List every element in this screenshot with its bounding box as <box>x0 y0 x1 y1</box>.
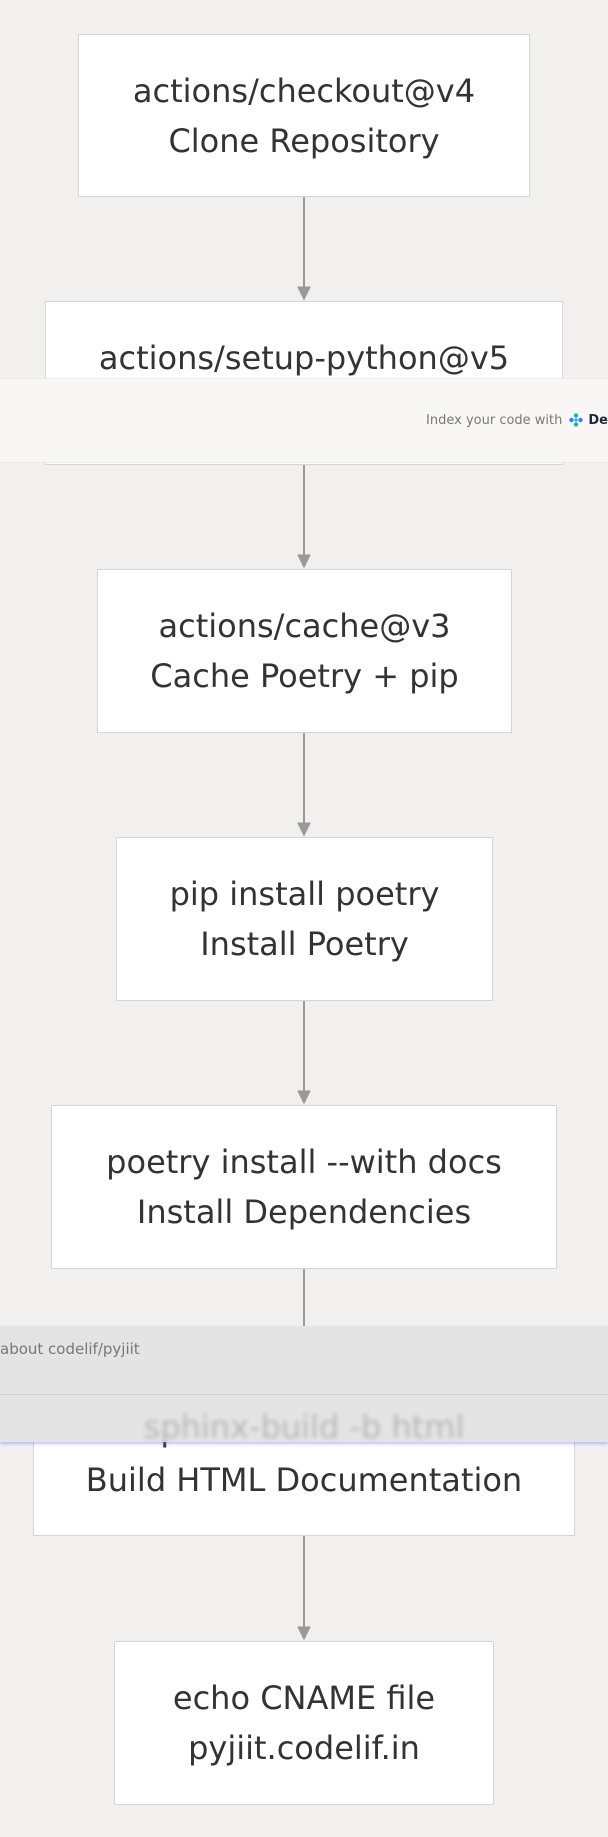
deepwiki-link[interactable]: Index your code with De <box>426 412 608 428</box>
ask-bar-text: about codelif/pyjiit <box>0 1340 140 1358</box>
index-code-banner: Index your code with De <box>0 378 608 463</box>
node-install-poetry-label: Install Poetry <box>200 925 409 963</box>
node-sphinx-build-label: Build HTML Documentation <box>85 1460 523 1499</box>
node-cache-label: Cache Poetry + pip <box>150 657 459 695</box>
ask-bar-divider <box>0 1394 608 1395</box>
index-banner-text: Index your code with <box>426 412 563 428</box>
node-install-deps-label: Install Dependencies <box>136 1193 472 1231</box>
node-cname-label: pyjiit.codelif.in <box>188 1729 420 1767</box>
node-setup-python-command: actions/setup-python@v5 <box>98 339 510 377</box>
node-install-poetry-command: pip install poetry <box>169 875 440 913</box>
node-cname-command: echo CNAME file <box>172 1679 436 1717</box>
node-checkout-command: actions/checkout@v4 <box>132 71 476 110</box>
node-cname: echo CNAME file pyjiit.codelif.in <box>114 1641 494 1805</box>
deepwiki-brand: De <box>588 412 608 428</box>
node-checkout-label: Clone Repository <box>168 121 440 160</box>
deepwiki-logo-icon <box>569 413 584 427</box>
ask-bar[interactable]: about codelif/pyjiit sphinx-build -b htm… <box>0 1326 608 1444</box>
node-cache-command: actions/cache@v3 <box>158 607 451 645</box>
ghost-node-text: sphinx-build -b html <box>143 1408 465 1444</box>
node-install-deps-command: poetry install --with docs <box>106 1143 502 1181</box>
